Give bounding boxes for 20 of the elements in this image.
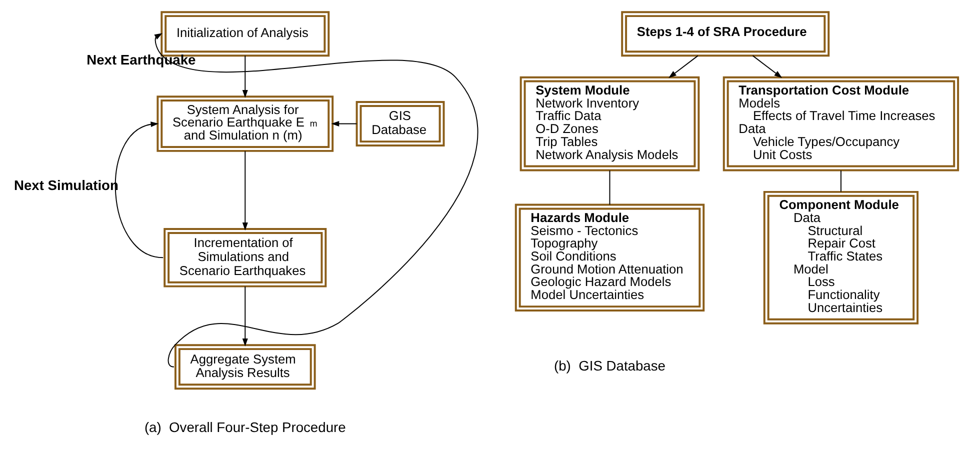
connector [609, 170, 610, 206]
node-box: Aggregate System Analysis Results [174, 344, 316, 390]
node-box: Steps 1-4 of SRA Procedure [621, 11, 830, 57]
node-box: Component Module Data Structural Repair Cost Traffic States Model Loss Functionality Uncertainties [763, 190, 919, 324]
arrow [154, 33, 478, 368]
arrow [668, 55, 698, 78]
arrow [331, 121, 358, 127]
arrow [242, 150, 248, 230]
arrow [242, 286, 248, 346]
label: (a) Overall Four-Step Procedure [144, 418, 346, 435]
node-box: GIS Database [356, 101, 445, 146]
connector [840, 170, 842, 192]
node-box: System Module Network Inventory Traffic Data O-D Zones Trip Tables Network Analysis Models [520, 76, 700, 172]
arrow [752, 55, 782, 78]
node-box: Transportation Cost Module Models Effects of Travel Time Increases Data Vehicle Types/Occupancy Unit Costs [722, 76, 960, 172]
node-box: Hazards Module Seismo - Tectonics Topography Soil Conditions Ground Motion Attenuation Geologic Hazard Models Model Uncertainties [514, 204, 705, 312]
label: (b) GIS Database [554, 357, 666, 374]
arrow [242, 55, 248, 98]
arrow [115, 122, 164, 258]
node-box: Incrementation of Simulations and Scenario Earthquakes [164, 228, 327, 288]
